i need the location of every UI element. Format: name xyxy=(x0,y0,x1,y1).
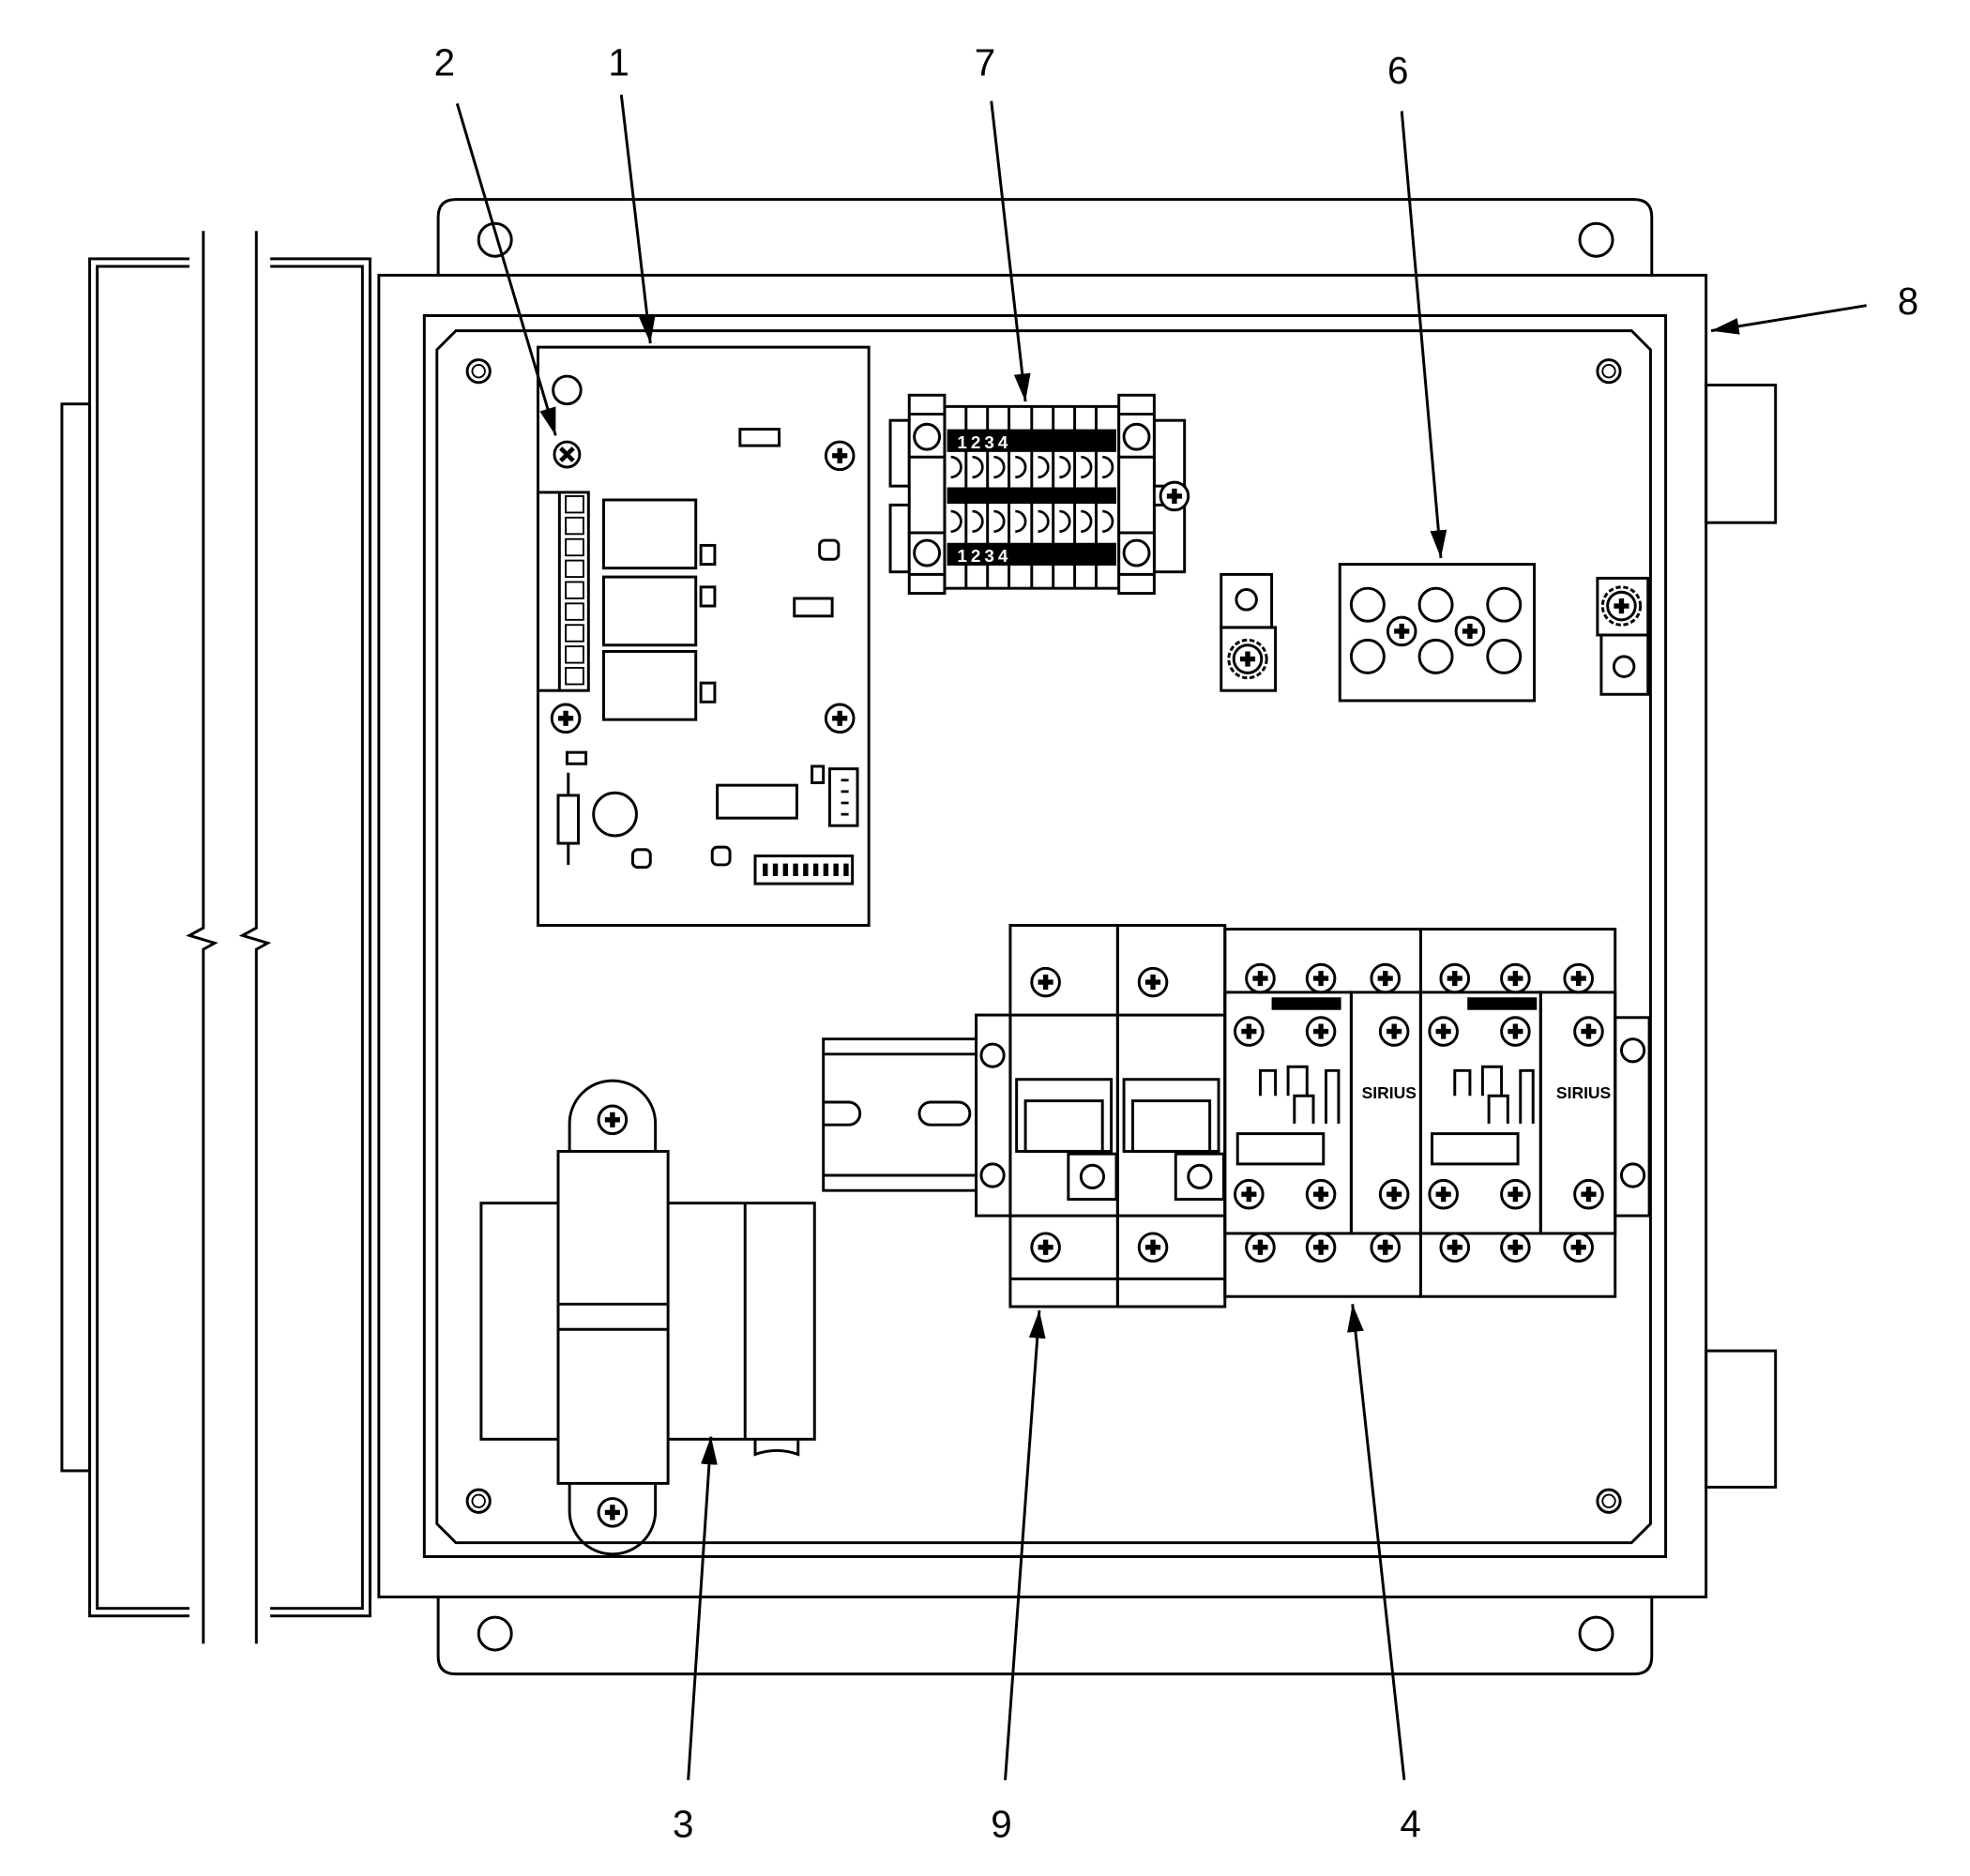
terminal-block: 1234 1234 xyxy=(888,393,1189,596)
relay xyxy=(601,650,698,721)
distribution-block xyxy=(1338,563,1537,703)
mounting-flange-bottom xyxy=(436,1596,1654,1676)
callout-4: 4 xyxy=(1400,1802,1420,1845)
relay xyxy=(601,498,698,570)
board-screw-x xyxy=(553,440,582,469)
callout-6: 6 xyxy=(1387,49,1408,92)
enclosure-door xyxy=(60,227,371,1648)
terminal-numbers-bottom: 1234 xyxy=(957,546,1011,566)
din-rail xyxy=(822,1037,977,1192)
contactor: SIRIUS xyxy=(1418,928,1617,1298)
knockout-bottom xyxy=(1705,1349,1778,1489)
contactor: SIRIUS xyxy=(1223,928,1422,1298)
transformer xyxy=(479,1079,816,1556)
callout-3: 3 xyxy=(673,1802,693,1845)
knockout-top xyxy=(1705,384,1778,524)
terminal-numbers-top: 1234 xyxy=(957,432,1011,452)
control-board xyxy=(536,345,871,928)
mounting-flange-top xyxy=(436,198,1654,276)
callout-8: 8 xyxy=(1898,280,1918,323)
callout-9: 9 xyxy=(991,1802,1011,1845)
circuit-breaker xyxy=(975,924,1227,1309)
contactor-pair: SIRIUS SIRIUS xyxy=(1223,928,1651,1298)
ground-lug-right xyxy=(1596,576,1650,696)
enclosure-body xyxy=(377,273,1778,1599)
contactor-brand-label: SIRIUS xyxy=(1362,1083,1417,1102)
callout-2: 2 xyxy=(434,41,455,84)
callout-7: 7 xyxy=(975,41,995,84)
callouts xyxy=(455,94,1867,1780)
contactor-brand-label: SIRIUS xyxy=(1556,1083,1611,1102)
ground-lug-left xyxy=(1220,572,1278,692)
relay xyxy=(601,575,698,647)
callout-1: 1 xyxy=(608,41,629,84)
